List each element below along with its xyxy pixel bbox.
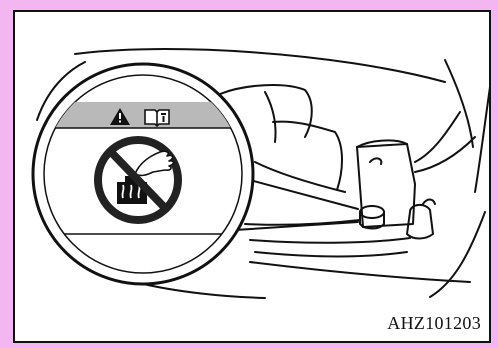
- body-line-right: [475, 87, 490, 192]
- radiator-lower: [250, 238, 410, 243]
- battery-terminal: [370, 158, 381, 164]
- body-line-lower-right: [430, 212, 485, 297]
- no-open-hot-radiator-icon: [98, 140, 178, 220]
- pointer-line-bottom: [235, 222, 358, 230]
- strut-tower-left-inner: [265, 92, 276, 142]
- engine-bay-illustration: [15, 12, 491, 343]
- illustration-panel: AHZ101203: [13, 10, 491, 343]
- reservoir-tank: [407, 205, 433, 239]
- radiator-cap: [360, 206, 384, 218]
- reservoir-neck: [423, 200, 435, 205]
- engine-cover-lower: [255, 162, 345, 192]
- figure-code: AHZ101203: [387, 313, 481, 334]
- battery-box: [357, 144, 415, 227]
- hood-outline-right: [445, 60, 473, 147]
- radiator-core-line: [255, 252, 407, 257]
- bumper-line: [250, 262, 470, 282]
- read-manual-icon: [145, 110, 169, 126]
- hose-right-2: [415, 137, 475, 172]
